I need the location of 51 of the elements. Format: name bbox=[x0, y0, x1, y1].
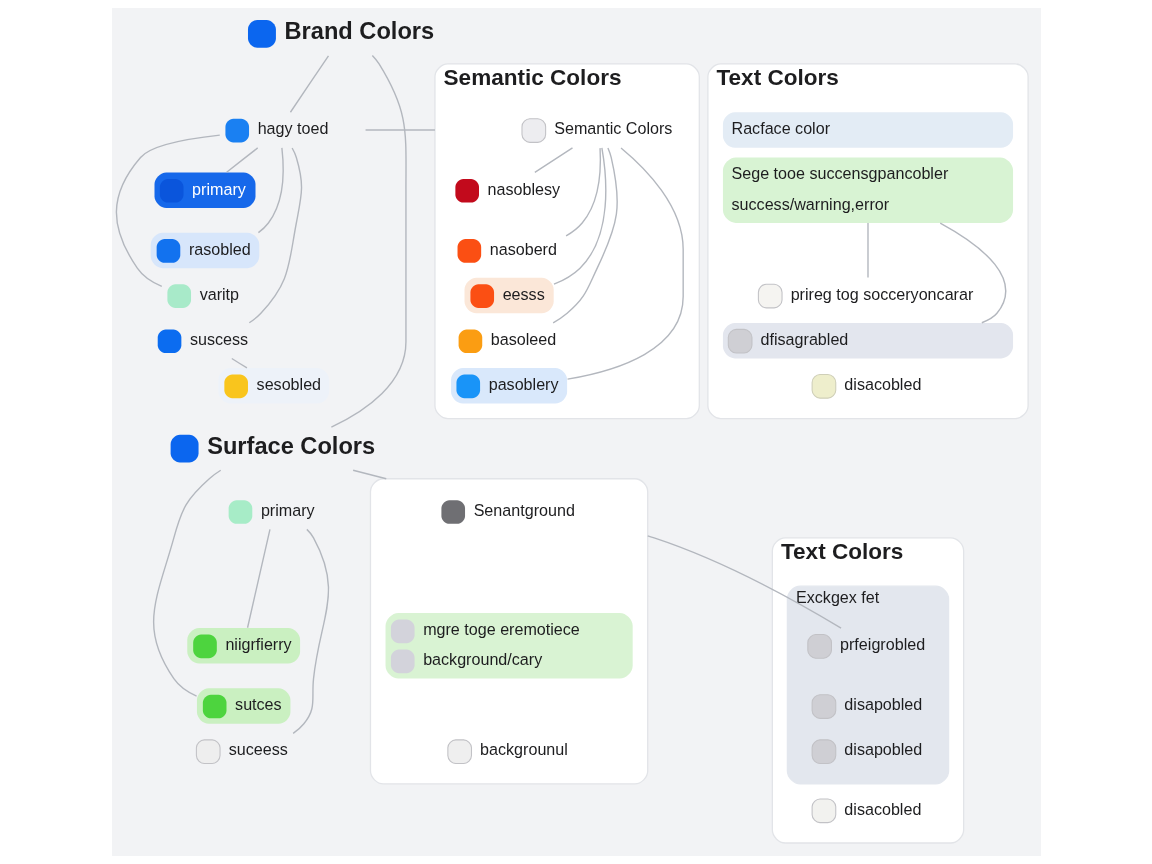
node-box: sutces bbox=[196, 688, 290, 724]
connector bbox=[289, 55, 329, 113]
node-label: hagy toed bbox=[257, 119, 328, 138]
node-label: sesobled bbox=[256, 375, 321, 394]
node-box: eesss bbox=[464, 277, 554, 314]
node-label: nasoblesy bbox=[487, 179, 560, 198]
node-box: Sege tooe succensgpancobler success/warning,error bbox=[722, 157, 1013, 223]
node-label: suceess bbox=[228, 740, 288, 759]
connector bbox=[552, 147, 606, 285]
connector bbox=[646, 535, 842, 629]
node-label: disapobled bbox=[843, 695, 922, 714]
node-label: Semantic Colors bbox=[553, 119, 672, 138]
node-label: Senantground bbox=[473, 500, 575, 519]
connector bbox=[257, 147, 284, 234]
node-box: Racface color bbox=[722, 112, 1013, 148]
connector bbox=[230, 357, 248, 369]
connector bbox=[364, 129, 436, 131]
connector bbox=[152, 469, 221, 697]
node-box: niigrfierry bbox=[186, 628, 300, 664]
node-label: basoleed bbox=[490, 329, 556, 348]
node-box: pasoblery bbox=[450, 368, 567, 404]
connector bbox=[330, 54, 407, 428]
node-label: suscess bbox=[189, 329, 248, 348]
connector bbox=[564, 147, 601, 237]
connector bbox=[246, 528, 271, 629]
connector bbox=[939, 222, 1006, 324]
node-label: disacobled bbox=[843, 799, 921, 818]
node-label: nasoberd bbox=[489, 239, 557, 258]
connector bbox=[533, 147, 573, 174]
node-label: varitp bbox=[199, 284, 239, 303]
node-box: dfisagrabled bbox=[722, 322, 1013, 359]
node-label: backgrounul bbox=[479, 740, 568, 759]
node-label: prfeigrobled bbox=[839, 635, 925, 654]
node-label: Surface Colors bbox=[206, 432, 375, 459]
node-box: rasobled bbox=[150, 232, 259, 269]
node-label: primary bbox=[260, 500, 315, 519]
node-label: disapobled bbox=[843, 740, 922, 759]
connector bbox=[551, 147, 618, 324]
connector bbox=[866, 222, 869, 279]
connector bbox=[248, 147, 302, 324]
node-box: mgre toge eremotiece background/cary bbox=[385, 613, 633, 679]
node-label: Brand Colors bbox=[284, 17, 434, 44]
node-label: prireg tog socceryoncarar bbox=[790, 284, 973, 303]
node-label: disacobled bbox=[843, 375, 921, 394]
connector bbox=[566, 147, 684, 380]
connector bbox=[351, 469, 387, 480]
connector bbox=[292, 528, 329, 735]
cluster bbox=[369, 478, 648, 785]
node-box: primary bbox=[154, 172, 255, 208]
connector bbox=[225, 147, 258, 173]
connector bbox=[115, 134, 220, 288]
